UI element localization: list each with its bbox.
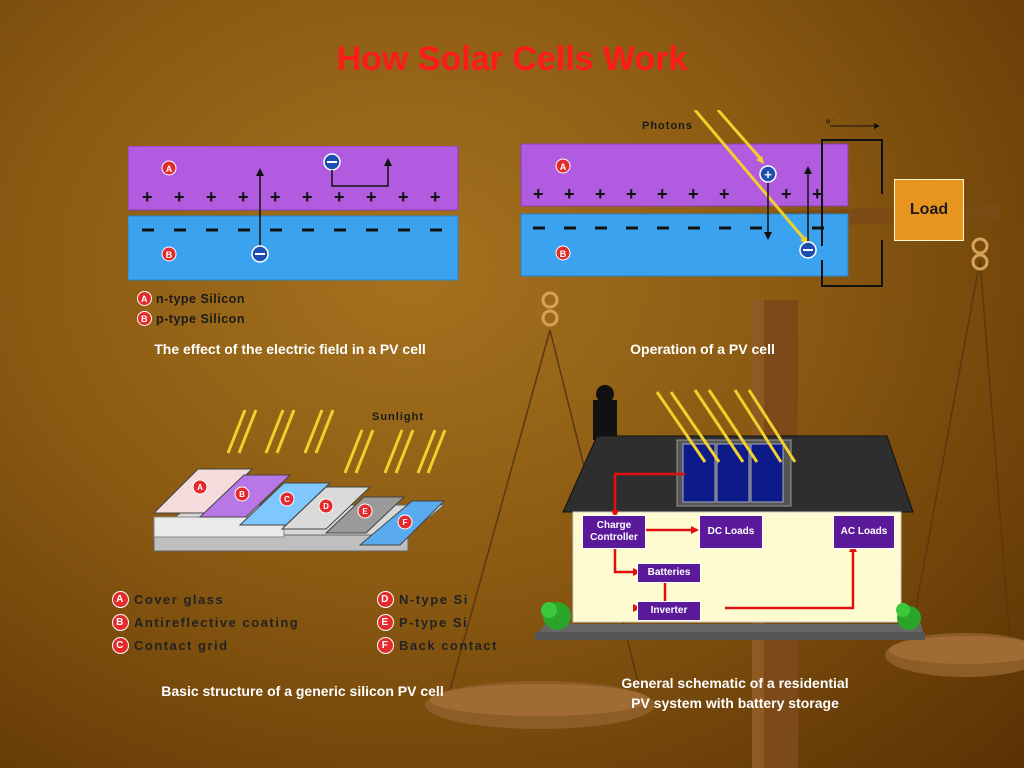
legend-item: F Back contact — [377, 637, 498, 654]
dc-loads-box: DC Loads — [699, 515, 763, 549]
svg-text:+: + — [595, 184, 606, 204]
svg-text:+: + — [398, 187, 409, 207]
legend-badge: A — [137, 291, 152, 306]
badge-b: B — [166, 250, 173, 260]
layer-badge: D — [323, 502, 329, 511]
svg-text:+: + — [302, 187, 313, 207]
legend-item: A Cover glass — [112, 591, 299, 608]
svg-text:+: + — [206, 187, 217, 207]
inverter-box: Inverter — [637, 601, 701, 621]
legend-badge: B — [112, 614, 129, 631]
svg-text:+: + — [764, 167, 772, 182]
svg-text:+: + — [334, 187, 345, 207]
svg-text:+: + — [366, 187, 377, 207]
svg-text:+: + — [719, 184, 730, 204]
legend-badge: D — [377, 591, 394, 608]
svg-text:+: + — [533, 184, 544, 204]
layer-badge: F — [403, 518, 408, 527]
svg-text:+: + — [657, 184, 668, 204]
legend-label: n-type Silicon — [156, 291, 245, 306]
charge-controller-box: Charge Controller — [582, 515, 646, 549]
legend-item: C Contact grid — [112, 637, 299, 654]
legend-label: P-type Si — [399, 615, 469, 630]
pv-operation-diagram: + + + + + + + + + e⁻ Photons + A B — [520, 110, 883, 287]
sunlight-label: Sunlight — [372, 411, 424, 423]
legend-badge: E — [377, 614, 394, 631]
panel3-legend-left: A Cover glass B Antireflective coating C Co… — [112, 591, 299, 654]
legend-item: B Antireflective coating — [112, 614, 299, 631]
legend-label: N-type Si — [399, 592, 469, 607]
badge-a: A — [560, 162, 567, 172]
legend-item: D N-type Si — [377, 591, 498, 608]
badge-a: A — [166, 164, 173, 174]
svg-text:+: + — [174, 187, 185, 207]
layer-badge: E — [362, 507, 368, 516]
layer-badge: A — [197, 483, 203, 492]
svg-text:+: + — [142, 187, 153, 207]
electric-field-diagram: + + + + + + + + + + A B — [128, 146, 459, 281]
svg-text:+: + — [781, 184, 792, 204]
photons-label: Photons — [642, 120, 693, 132]
legend-label: Cover glass — [134, 592, 225, 607]
load-box: Load — [894, 179, 964, 241]
layer-badge: B — [239, 490, 245, 499]
panel3-caption: Basic structure of a generic silicon PV … — [161, 683, 444, 699]
legend-label: p-type Silicon — [156, 311, 245, 326]
svg-text:+: + — [564, 184, 575, 204]
pv-structure-diagram: Sunlight A B C D E F — [152, 409, 447, 552]
legend-label: Contact grid — [134, 638, 229, 653]
svg-text:+: + — [626, 184, 637, 204]
svg-text:+: + — [270, 187, 281, 207]
panel2-caption: Operation of a PV cell — [630, 341, 775, 357]
layer-badge: C — [284, 495, 290, 504]
batteries-box: Batteries — [637, 563, 701, 583]
legend-label: Back contact — [399, 638, 498, 653]
electron-label: e⁻ — [826, 117, 835, 126]
legend-label: Antireflective coating — [134, 615, 300, 630]
panel1-caption: The effect of the electric field in a PV… — [154, 341, 426, 357]
house-pv-system-diagram — [535, 385, 925, 640]
legend-badge: C — [112, 637, 129, 654]
svg-text:+: + — [812, 184, 823, 204]
badge-b: B — [560, 249, 567, 259]
svg-text:+: + — [430, 187, 441, 207]
legend-badge: A — [112, 591, 129, 608]
legend-badge: B — [137, 311, 152, 326]
legend-item: E P-type Si — [377, 614, 498, 631]
svg-text:+: + — [238, 187, 249, 207]
ac-loads-box: AC Loads — [833, 515, 895, 549]
panel4-caption: General schematic of a residential PV sy… — [621, 675, 849, 711]
svg-text:+: + — [688, 184, 699, 204]
panel3-legend-right: D N-type Si E P-type Si F Back contact — [377, 591, 498, 654]
legend-badge: F — [377, 637, 394, 654]
page-title: How Solar Cells Work — [336, 40, 688, 78]
